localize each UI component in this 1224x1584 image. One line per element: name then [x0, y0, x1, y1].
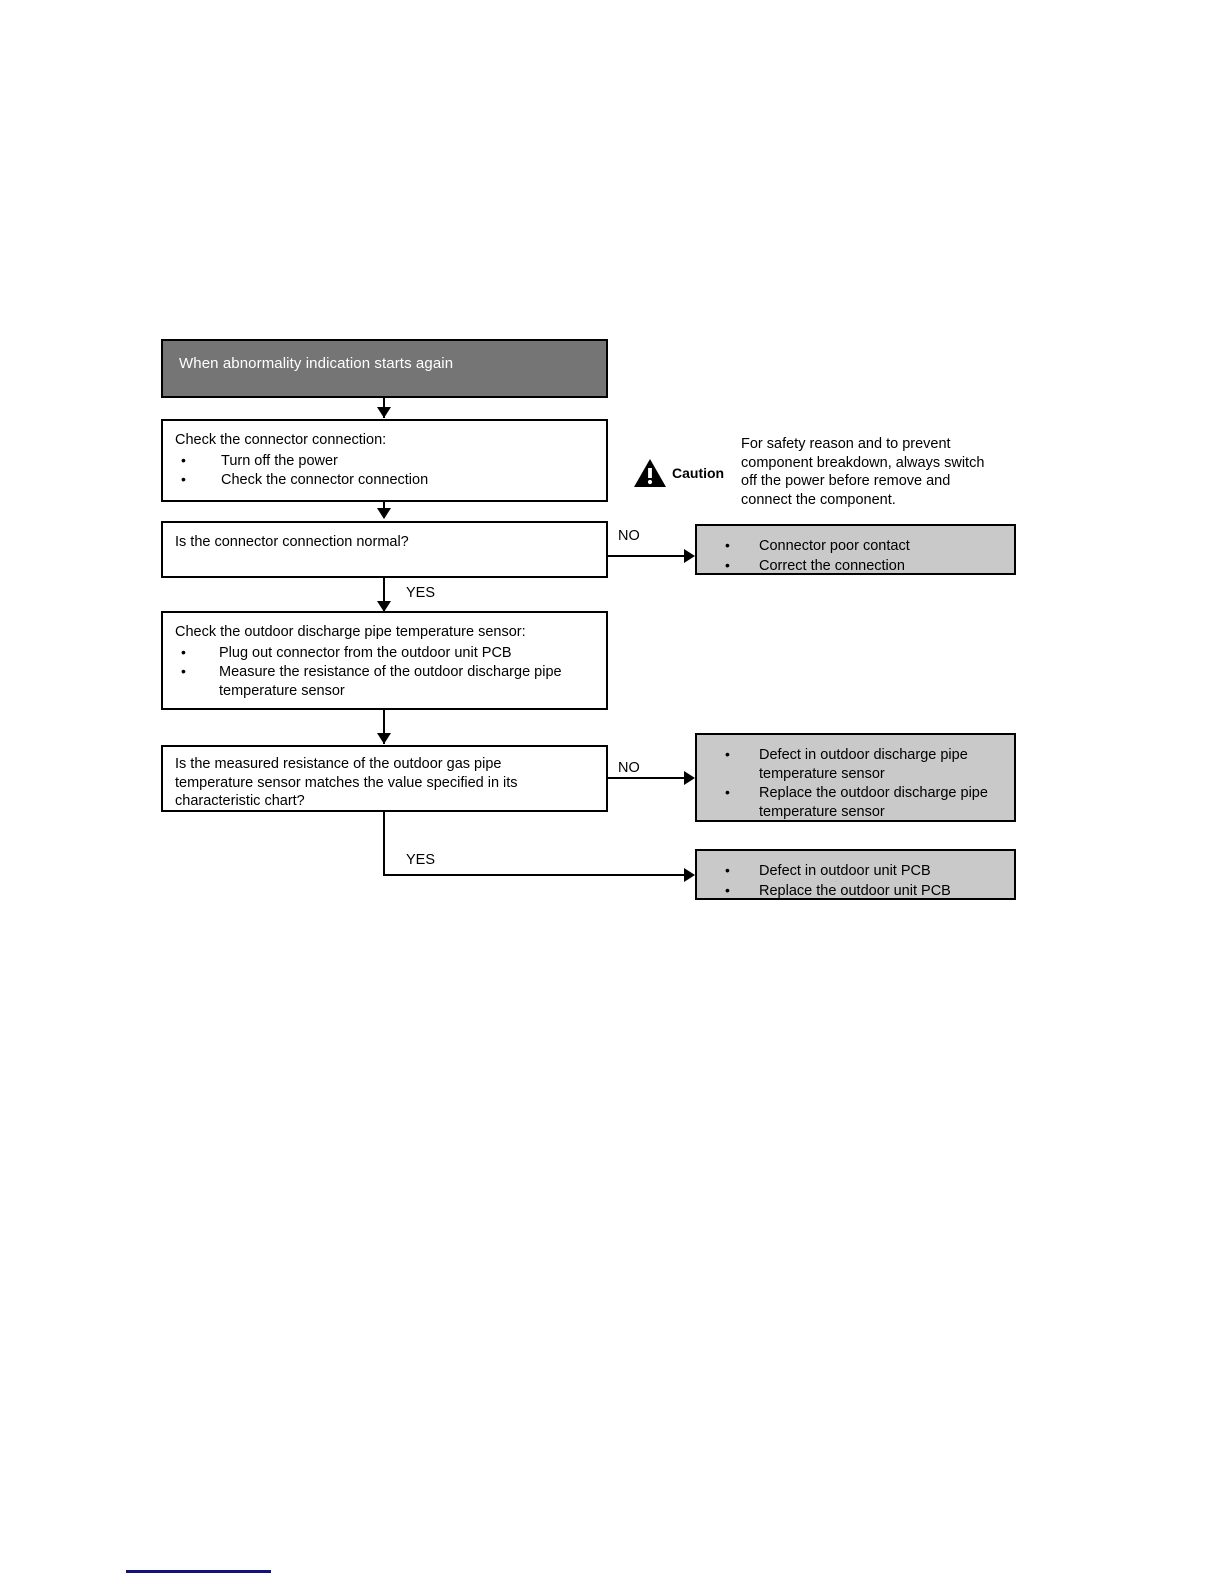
arrowhead-header-to-step1: [377, 407, 391, 418]
decision-resistance-match-box: Is the measured resistance of the outdoo…: [161, 745, 608, 812]
arrowhead-yes-2: [684, 868, 695, 882]
step-check-sensor-box: Check the outdoor discharge pipe tempera…: [161, 611, 608, 710]
decision-connector-normal-box: Is the connector connection normal?: [161, 521, 608, 578]
result-pcb-defect-box: Defect in outdoor unit PCB Replace the o…: [695, 849, 1016, 900]
branch-label-no-2: NO: [618, 760, 640, 776]
branch-no-line-2: [608, 777, 688, 779]
result-bullets-3: Defect in outdoor unit PCB Replace the o…: [707, 861, 1004, 901]
bullet-item: Replace the outdoor unit PCB: [707, 881, 1004, 901]
step-check-sensor-title: Check the outdoor discharge pipe tempera…: [175, 624, 526, 640]
bullet-item: Defect in outdoor unit PCB: [707, 861, 1004, 881]
bullet-item: Turn off the power: [175, 451, 594, 471]
connector-step2-to-decision2: [383, 710, 385, 744]
bullet-item: Replace the outdoor discharge pipe tempe…: [707, 783, 1004, 821]
branch-label-no-1: NO: [618, 528, 640, 544]
step-check-connector-bullets: Turn off the power Check the connector c…: [175, 451, 594, 490]
step-check-sensor-bullets: Plug out connector from the outdoor unit…: [175, 643, 594, 701]
result-bullets-1: Connector poor contact Correct the conne…: [707, 536, 1004, 576]
warning-triangle-icon: [634, 459, 666, 487]
branch-yes-line-2-vertical: [383, 812, 385, 876]
caution-text: For safety reason and to prevent compone…: [741, 436, 985, 508]
arrowhead-yes-1: [377, 601, 391, 612]
branch-no-line-1: [608, 555, 688, 557]
step-check-connector-title: Check the connector connection:: [175, 432, 387, 448]
flow-header-text: When abnormality indication starts again: [179, 355, 454, 372]
branch-label-yes-1: YES: [406, 585, 436, 601]
arrowhead-step1-to-decision1: [377, 508, 391, 519]
arrowhead-step2-to-decision2: [377, 733, 391, 744]
caution-label: Caution: [672, 465, 725, 481]
arrowhead-no-2: [684, 771, 695, 785]
branch-label-yes-2: YES: [406, 852, 436, 868]
bullet-item: Defect in outdoor discharge pipe tempera…: [707, 745, 1004, 783]
bullet-item: Measure the resistance of the outdoor di…: [175, 662, 594, 700]
bullet-item: Check the connector connection: [175, 470, 594, 490]
flow-header-box: When abnormality indication starts again: [161, 339, 608, 398]
bullet-item: Plug out connector from the outdoor unit…: [175, 643, 594, 663]
result-connector-poor-contact-box: Connector poor contact Correct the conne…: [695, 524, 1016, 575]
footer-divider-rule: [126, 1570, 271, 1573]
arrowhead-no-1: [684, 549, 695, 563]
result-sensor-defect-box: Defect in outdoor discharge pipe tempera…: [695, 733, 1016, 822]
result-bullets-2: Defect in outdoor discharge pipe tempera…: [707, 745, 1004, 821]
branch-yes-line-1: [383, 578, 385, 613]
decision-resistance-match-question: Is the measured resistance of the outdoo…: [175, 756, 518, 809]
branch-yes-line-2-horizontal: [383, 874, 686, 876]
bullet-item: Correct the connection: [707, 556, 1004, 576]
decision-connector-normal-question: Is the connector connection normal?: [175, 534, 409, 550]
caution-block: Caution: [633, 458, 724, 488]
step-check-connector-box: Check the connector connection: Turn off…: [161, 419, 608, 502]
bullet-item: Connector poor contact: [707, 536, 1004, 556]
